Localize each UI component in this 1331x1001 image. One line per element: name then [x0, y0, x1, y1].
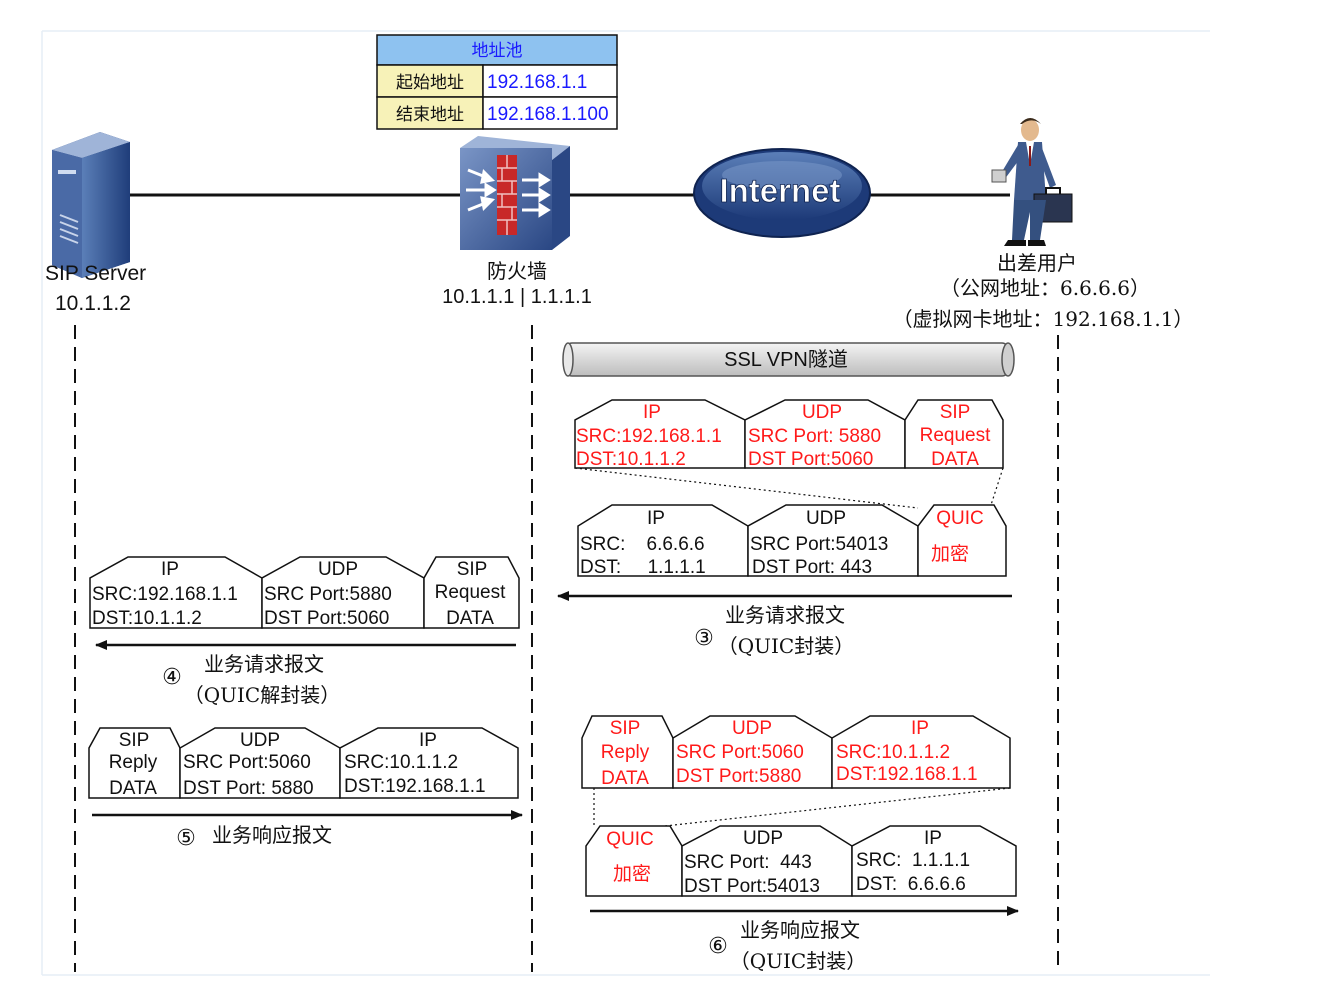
p6-inner-sip-l1: Reply [601, 742, 650, 763]
p5-ip-segment [339, 727, 519, 799]
p5-sip-l1: Reply [109, 752, 158, 773]
p3-inner-ip-dst: DST:10.1.1.2 [576, 449, 686, 470]
address-pool-table [376, 34, 618, 130]
step-4-line1: 业务请求报文 [204, 652, 324, 676]
p3-outer-ip-dst: DST: 1.1.1.1 [580, 557, 706, 578]
p6-outer-udp-head: UDP [743, 828, 783, 849]
p5-ip-src: SRC:10.1.1.2 [344, 752, 458, 773]
p6-inner-ip-head: IP [911, 718, 929, 739]
p3-inner-udp-head: UDP [802, 402, 842, 423]
p6-inner-sip-head: SIP [610, 718, 641, 739]
p5-ip-head: IP [419, 730, 437, 751]
step-5-number: ⑤ [176, 825, 196, 850]
p5-udp-dst: DST Port: 5880 [183, 778, 314, 799]
p3-outer-quic-head: QUIC [936, 508, 984, 529]
internet-label: Internet [719, 172, 840, 209]
p5-udp-src: SRC Port:5060 [183, 752, 311, 773]
firewall-name: 防火墙 [487, 259, 547, 283]
p3-inner-sip-l2: DATA [931, 449, 979, 470]
p4-udp-dst: DST Port:5060 [264, 608, 389, 629]
p4-sip-head: SIP [457, 559, 488, 580]
cloud-icon [693, 148, 871, 238]
p6-inner-udp-src: SRC Port:5060 [676, 742, 804, 763]
p3-outer-udp-src: SRC Port:54013 [750, 534, 888, 555]
p6-outer-ip-dst: DST: 6.6.6.6 [856, 874, 966, 895]
step-3-number: ③ [694, 625, 714, 650]
p4-sip-segment [423, 556, 520, 629]
pool-start-value: 192.168.1.1 [487, 72, 587, 93]
p3-outer-ip-src: SRC: 6.6.6.6 [580, 534, 705, 555]
firewall-ip: 10.1.1.1 | 1.1.1.1 [442, 286, 592, 308]
pool-end-value: 192.168.1.100 [487, 104, 609, 125]
packet-3-inner [574, 399, 1004, 469]
step-4-line2: （QUIC解封装） [184, 683, 340, 707]
pool-end-label: 结束地址 [396, 105, 464, 125]
p6-outer-quic-head: QUIC [606, 829, 654, 850]
p4-udp-src: SRC Port:5880 [264, 584, 392, 605]
step-3-line2: （QUIC封装） [718, 634, 854, 658]
p6-encap-line-right [664, 787, 1011, 827]
packet-5 [88, 727, 519, 799]
tunnel-label: SSL VPN隧道 [724, 348, 848, 371]
p6-inner-udp-head: UDP [732, 718, 772, 739]
step-6-number: ⑥ [708, 933, 728, 958]
p3-outer-ip-head: IP [647, 508, 665, 529]
p6-inner-ip-dst: DST:192.168.1.1 [836, 764, 978, 785]
p5-sip-head: SIP [119, 730, 150, 751]
p6-inner-ip-src: SRC:10.1.1.2 [836, 742, 950, 763]
p3-inner-sip-head: SIP [940, 402, 971, 423]
p4-ip-dst: DST:10.1.1.2 [92, 608, 202, 629]
p6-outer-quic-l1: 加密 [613, 863, 651, 885]
p4-ip-head: IP [161, 559, 179, 580]
business-traveler-icon [991, 118, 1073, 246]
sip-server-ip: 10.1.1.2 [55, 292, 131, 315]
p3-outer-udp-dst: DST Port: 443 [752, 557, 872, 578]
packet-6-outer [585, 825, 1017, 897]
p4-sip-l1: Request [435, 582, 506, 603]
p6-outer-ip-src: SRC: 1.1.1.1 [856, 850, 970, 871]
p3-inner-ip-src: SRC:192.168.1.1 [576, 426, 722, 447]
p4-ip-src: SRC:192.168.1.1 [92, 584, 238, 605]
p3-encap-line-right [989, 467, 1004, 509]
p6-outer-udp-dst: DST Port:54013 [684, 876, 820, 897]
p4-udp-head: UDP [318, 559, 358, 580]
p6-outer-udp-src: SRC Port: 443 [684, 852, 812, 873]
p6-inner-sip-l2: DATA [601, 768, 649, 789]
packet-4 [89, 556, 520, 629]
p6-outer-ip-segment [851, 825, 1017, 897]
p6-inner-udp-dst: DST Port:5880 [676, 766, 801, 787]
user-public-ip: （公网地址：6.6.6.6） [940, 276, 1150, 300]
packet-3-outer [577, 504, 1007, 577]
step-6-line1: 业务响应报文 [740, 918, 860, 942]
sip-server-name: SIP Server [45, 262, 146, 285]
server-icon [52, 132, 130, 278]
ssl-vpn-tunnel [562, 342, 1015, 377]
p4-sip-l2: DATA [446, 608, 494, 629]
p5-udp-head: UDP [240, 730, 280, 751]
pool-start-label: 起始地址 [396, 73, 464, 93]
p3-inner-udp-src: SRC Port: 5880 [748, 426, 881, 447]
p6-outer-ip-head: IP [924, 828, 942, 849]
p3-outer-quic-segment [917, 504, 1007, 577]
p3-inner-sip-l1: Request [920, 425, 991, 446]
firewall-icon [460, 136, 570, 250]
address-pool-title: 地址池 [472, 41, 523, 61]
step-5-line1: 业务响应报文 [212, 823, 332, 847]
user-name: 出差用户 [997, 251, 1077, 275]
user-virtual-ip: （虚拟网卡地址：192.168.1.1） [893, 307, 1194, 331]
p3-encap-line-left [574, 467, 919, 509]
step-3-line1: 业务请求报文 [725, 603, 845, 627]
p3-inner-udp-dst: DST Port:5060 [748, 449, 873, 470]
step-4-number: ④ [162, 664, 182, 689]
p5-ip-dst: DST:192.168.1.1 [344, 776, 486, 797]
p3-outer-quic-l1: 加密 [931, 543, 969, 565]
step-6-line2: （QUIC封装） [730, 949, 866, 973]
p3-inner-ip-head: IP [643, 402, 661, 423]
packet-6-inner [581, 715, 1011, 789]
p3-outer-udp-head: UDP [806, 508, 846, 529]
p5-sip-l2: DATA [109, 778, 157, 799]
